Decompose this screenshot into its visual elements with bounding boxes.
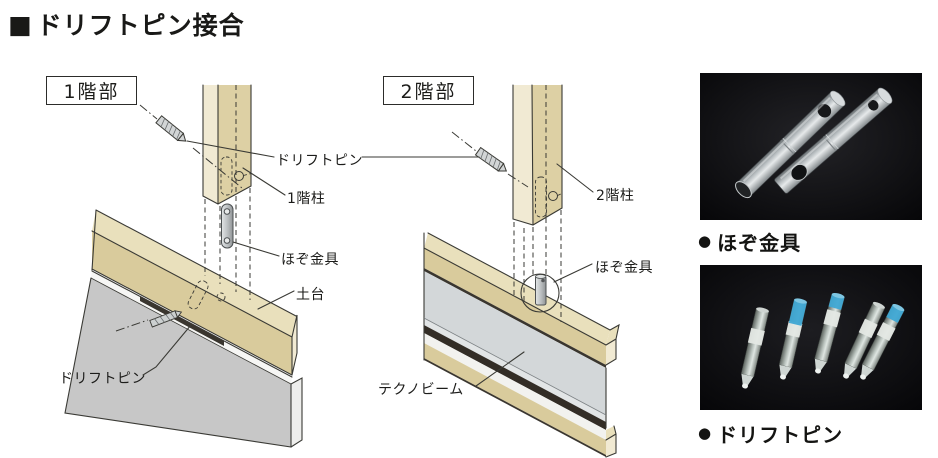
drift-pin-photo-5 xyxy=(860,303,905,380)
drift-pin-in-sill xyxy=(149,310,183,328)
diagram-first-floor xyxy=(64,84,303,448)
leader-lines-2 xyxy=(361,156,594,387)
drift-pin-photo-art xyxy=(700,265,922,410)
caption-tenon-text: ほぞ金具 xyxy=(717,231,802,255)
frame-label-second-floor: 2階部 xyxy=(383,76,474,105)
techno-beam xyxy=(423,232,620,458)
tenon-hardware-photo-art xyxy=(700,73,922,220)
label-second-floor-column: 2階柱 xyxy=(596,188,635,204)
label-sill: 土台 xyxy=(296,287,325,303)
photo-tenon-hardware xyxy=(700,73,922,220)
tenon-hardware-1 xyxy=(221,203,234,249)
label-tenon-hardware-1: ほぞ金具 xyxy=(281,252,339,268)
column-second-floor xyxy=(512,84,563,226)
caption-drift-pin-text: ドリフトピン xyxy=(717,423,844,447)
label-tenon-hardware-2: ほぞ金具 xyxy=(595,260,653,276)
photo-drift-pins xyxy=(700,265,922,410)
caption-tenon-hardware: ● ほぞ金具 xyxy=(698,227,801,256)
drift-pin-flying-2 xyxy=(451,131,529,188)
label-drift-pin-shared: ドリフトピン xyxy=(276,153,363,169)
leader-lines-1 xyxy=(142,140,295,376)
title-square-icon: ■ xyxy=(8,9,33,39)
sill-beam xyxy=(91,209,298,376)
technical-diagram-canvas xyxy=(64,84,620,458)
drift-pin-photo-2 xyxy=(778,298,808,380)
bullet-icon: ● xyxy=(698,232,713,250)
drift-pin-flying-1 xyxy=(139,104,243,189)
page-title: ■ ドリフトピン接合 xyxy=(8,6,245,42)
frame-label-first-floor: 1階部 xyxy=(46,76,137,105)
drift-pin-photo-3 xyxy=(814,292,845,374)
detail-circle xyxy=(520,273,560,313)
drift-pin-photo-1 xyxy=(740,307,770,389)
drift-pin-photo-4 xyxy=(843,301,886,379)
label-first-floor-column: 1階柱 xyxy=(287,191,326,207)
tenon-tube-left xyxy=(735,90,846,199)
label-techno-beam: テクノビーム xyxy=(378,382,464,398)
bullet-icon: ● xyxy=(698,424,713,442)
tenon-tube-right xyxy=(774,87,893,194)
tenon-hardware-2 xyxy=(520,273,560,313)
label-drift-pin-lower: ドリフトピン xyxy=(59,371,146,387)
diagram-second-floor xyxy=(361,84,620,458)
caption-drift-pin: ● ドリフトピン xyxy=(698,419,843,448)
page-title-text: ドリフトピン接合 xyxy=(36,11,245,40)
column-first-floor xyxy=(202,84,252,205)
